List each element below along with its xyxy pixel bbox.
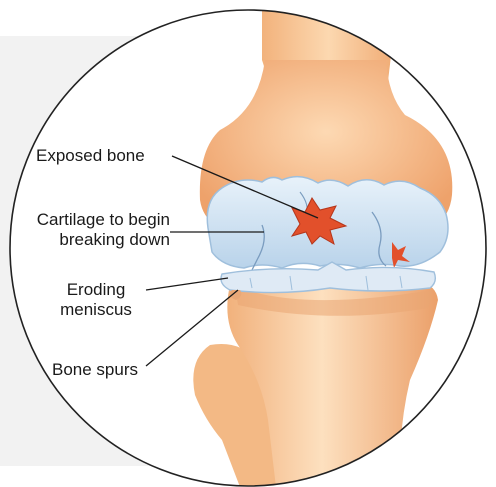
label-cartilage-line2: breaking down (18, 230, 170, 250)
label-exposed-bone: Exposed bone (36, 146, 145, 166)
label-cartilage: Cartilage to begin breaking down (18, 210, 170, 250)
label-cartilage-line1: Cartilage to begin (18, 210, 170, 230)
label-meniscus-line1: Eroding (48, 280, 144, 300)
label-bone-spurs: Bone spurs (52, 360, 138, 380)
label-meniscus-line2: meniscus (48, 300, 144, 320)
label-meniscus: Eroding meniscus (48, 280, 144, 320)
